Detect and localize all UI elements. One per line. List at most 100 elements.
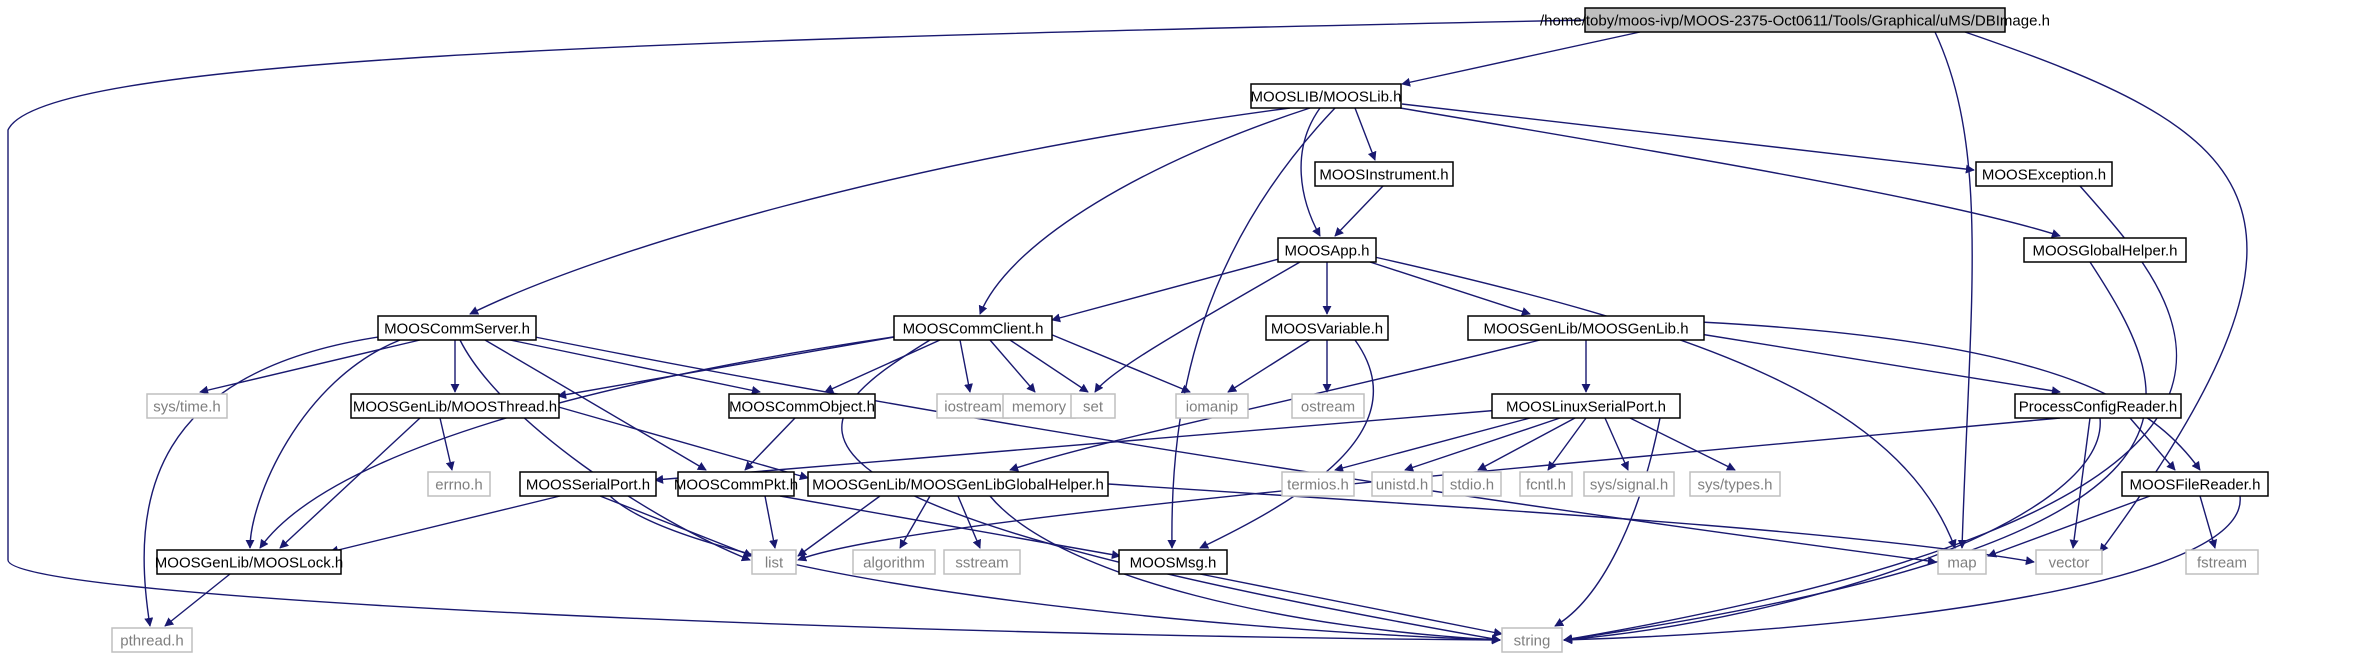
node-box-thread [350,393,560,419]
edge-commserver-to-systime [199,339,421,395]
edge-linuxserial-to-termios [1334,417,1531,473]
node-lock[interactable]: MOOSGenLib/MOOSLock.h [155,549,343,575]
node-label-commpkt: MOOSCommPkt.h [674,477,798,494]
edge-genlibglobal-to-sstream [957,495,981,549]
node-set: set [1070,393,1116,419]
node-commobject[interactable]: MOOSCommObject.h [728,393,876,419]
edge-filereader-to-fstream [2199,495,2218,549]
node-genlibglobal[interactable]: MOOSGenLib/MOOSGenLibGlobalHelper.h [807,471,1109,497]
node-label-linuxserial: MOOSLinuxSerialPort.h [1506,399,1666,416]
node-label-commclient: MOOSCommClient.h [903,321,1044,338]
node-signal: sys/signal.h [1583,471,1675,497]
node-variable[interactable]: MOOSVariable.h [1265,315,1389,341]
node-string: string [1501,627,1563,653]
node-globalhelper[interactable]: MOOSGlobalHelper.h [2023,237,2187,263]
node-genlib[interactable]: MOOSGenLib/MOOSGenLib.h [1467,315,1705,341]
node-box-linuxserial [1491,393,1681,419]
node-box-ostream [1291,393,1365,419]
edge-mooslib-to-instrument [1354,107,1377,161]
edge-msg-to-string [1199,573,1503,637]
node-label-fstream: fstream [2197,555,2247,572]
node-serialport[interactable]: MOOSSerialPort.h [519,471,657,497]
edge-variable-to-msg [1199,339,1375,549]
edge-app-to-map [1369,255,1957,549]
edge-commclient-to-lock [259,335,901,549]
node-label-string: string [1514,633,1551,650]
node-box-algorithm [852,549,936,575]
edge-root-to-vector [1964,31,2248,553]
edge-commserver-to-pthread [143,335,386,627]
node-configreader[interactable]: ProcessConfigReader.h [2014,393,2182,419]
node-box-stdio [1442,471,1502,497]
edge-serialport-to-lock [329,495,561,555]
node-box-fstream [2185,549,2259,575]
node-label-memory: memory [1012,399,1067,416]
edge-mooslib-to-globalhelper [1399,107,2061,238]
edge-genlib-to-configreader [1699,333,2061,396]
edge-commserver-to-commpkt [484,339,707,471]
node-stdio: stdio.h [1442,471,1502,497]
edge-commserver-to-list [459,339,751,562]
node-box-unistd [1371,471,1433,497]
node-box-commobject [728,393,876,419]
node-label-set: set [1083,399,1104,416]
node-box-commclient [893,315,1053,341]
node-box-map [1937,549,1987,575]
node-label-globalhelper: MOOSGlobalHelper.h [2032,243,2177,260]
node-commclient[interactable]: MOOSCommClient.h [893,315,1053,341]
node-iomanip: iomanip [1175,393,1249,419]
edge-root-to-string [7,19,1591,645]
node-label-filereader: MOOSFileReader.h [2130,477,2261,494]
node-label-ostream: ostream [1301,399,1355,416]
node-linuxserial[interactable]: MOOSLinuxSerialPort.h [1491,393,1681,419]
node-root[interactable]: /home/toby/moos-ivp/MOOS-2375-Oct0611/To… [1540,7,2050,33]
node-box-iomanip [1175,393,1249,419]
node-box-root [1584,7,2006,33]
node-box-globalhelper [2023,237,2187,263]
node-filereader[interactable]: MOOSFileReader.h [2121,471,2269,497]
edge-configreader-to-string [1563,417,2101,644]
node-label-root: /home/toby/moos-ivp/MOOS-2375-Oct0611/To… [1540,13,2050,30]
node-box-msg [1118,549,1228,575]
edge-mooslib-to-exception [1401,103,1975,174]
node-app[interactable]: MOOSApp.h [1277,237,1377,263]
node-label-msg: MOOSMsg.h [1130,555,1217,572]
node-box-exception [1975,161,2113,187]
node-label-lock: MOOSGenLib/MOOSLock.h [155,555,343,572]
node-instrument[interactable]: MOOSInstrument.h [1314,161,1454,187]
edge-serialport-to-string [609,495,1501,645]
node-pthread: pthread.h [111,627,193,653]
node-label-vector: vector [2049,555,2090,572]
node-fstream: fstream [2185,549,2259,575]
edge-commclient-to-commobject [824,339,941,393]
edge-thread-to-errno [439,417,455,471]
edge-configreader-to-vector [2069,417,2091,549]
edge-filereader-to-map [1987,495,2151,558]
node-box-systime [146,393,228,419]
node-systime: sys/time.h [146,393,228,419]
edge-app-to-genlib [1369,261,1531,316]
node-label-errno: errno.h [435,477,483,494]
edge-commobject-to-commpkt [744,417,796,471]
edge-commpkt-to-list [764,495,778,549]
node-box-signal [1583,471,1675,497]
node-exception[interactable]: MOOSException.h [1975,161,2113,187]
node-algorithm: algorithm [852,549,936,575]
node-box-genlib [1467,315,1705,341]
node-commserver[interactable]: MOOSCommServer.h [377,315,537,341]
node-msg[interactable]: MOOSMsg.h [1118,549,1228,575]
node-box-vector [2035,549,2103,575]
node-mooslib[interactable]: MOOSLIB/MOOSLib.h [1250,83,1402,109]
edge-filereader-to-string [1563,495,2241,645]
node-sstream: sstream [943,549,1021,575]
header-nodes: /home/toby/moos-ivp/MOOS-2375-Oct0611/To… [111,7,2269,653]
node-box-commserver [377,315,537,341]
node-label-variable: MOOSVariable.h [1271,321,1383,338]
node-thread[interactable]: MOOSGenLib/MOOSThread.h [350,393,560,419]
edge-commclient-to-set [1009,339,1089,393]
edge-lock-to-pthread [164,573,231,627]
node-label-signal: sys/signal.h [1590,477,1668,494]
edge-serialport-to-list [599,495,753,558]
node-commpkt[interactable]: MOOSCommPkt.h [674,471,798,497]
edge-app-to-set [1094,261,1301,393]
